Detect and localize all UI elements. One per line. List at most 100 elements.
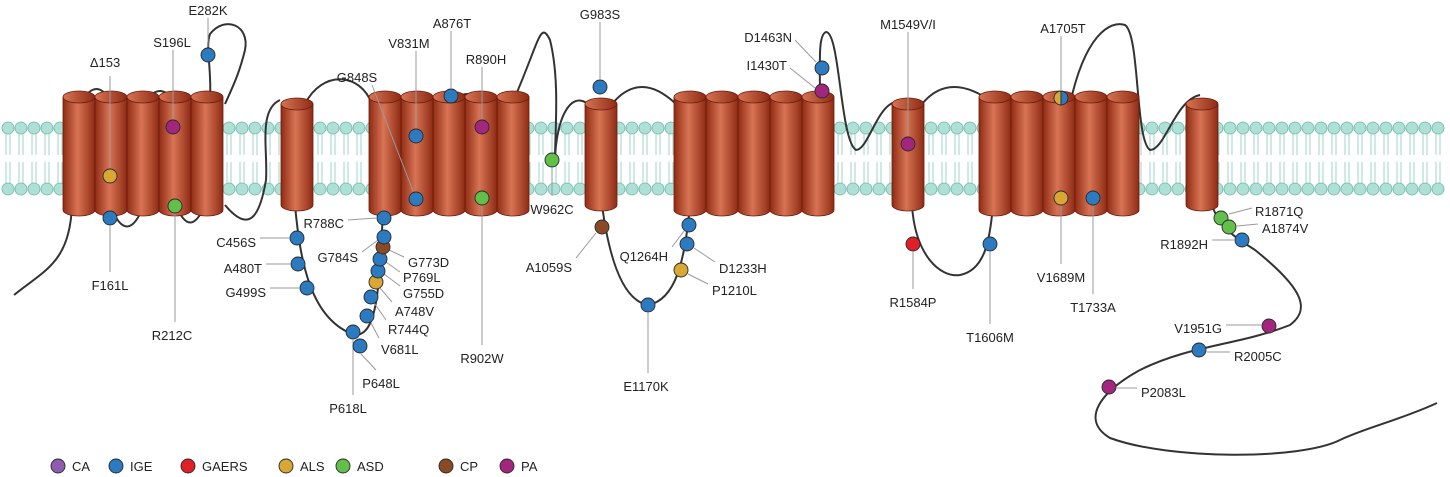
leader-line: [385, 261, 401, 273]
variant-dot-t1733a: [1085, 190, 1101, 206]
variant-label-r1892h: R1892H: [1160, 237, 1208, 252]
variant-label-a1059s: A1059S: [526, 260, 573, 275]
lipid-head: [625, 121, 639, 135]
variant-label-g755d: G755D: [403, 286, 444, 301]
variant-label--153: Δ153: [90, 55, 120, 70]
variant-dot-r1584p: [905, 236, 921, 252]
legend-swatch-ca: [50, 458, 66, 474]
variant-label-g848s: G848S: [337, 70, 378, 85]
variant-label-d1463n: D1463N: [744, 30, 792, 45]
helix-cap: [769, 90, 803, 104]
lipid-head: [833, 182, 847, 196]
variant-dot-i1430t: [814, 83, 830, 99]
leader-line: [361, 239, 379, 253]
variant-dot-g983s: [592, 79, 608, 95]
helix-cap: [280, 97, 314, 111]
variant-dot-c456s: [289, 230, 305, 246]
legend-label-als: ALS: [300, 459, 325, 474]
transmembrane-helices: [62, 90, 1219, 217]
variant-dot-a480t: [290, 256, 306, 272]
variant-dot-m1549v-i: [900, 136, 916, 152]
lipid-head: [1288, 121, 1302, 135]
lipid-head: [963, 121, 977, 135]
lipid-head: [846, 182, 860, 196]
lipid-head: [40, 121, 54, 135]
variant-dot-f161l: [102, 210, 118, 226]
lipid-head: [1145, 121, 1159, 135]
lipid-head: [1431, 121, 1445, 135]
lipid-head: [1340, 182, 1354, 196]
variant-label-r2005c: R2005C: [1234, 349, 1282, 364]
variant-label-a1705t: A1705T: [1040, 21, 1086, 36]
variant-dot-a1059s: [594, 219, 610, 235]
leader-line: [370, 322, 380, 339]
variant-label-r1584p: R1584P: [890, 295, 937, 310]
legend-label-gaers: GAERS: [202, 459, 248, 474]
lipid-head: [1301, 121, 1315, 135]
lipid-head: [1158, 182, 1172, 196]
loop-segment: [1094, 204, 1438, 456]
variant-label-r1871q: R1871Q: [1255, 204, 1303, 219]
variant-label-w962c: W962C: [530, 202, 573, 217]
variant-dot-r212c: [167, 198, 183, 214]
lipid-head: [1249, 182, 1263, 196]
legend-swatch-cp: [438, 458, 454, 474]
legend-swatch-asd: [335, 458, 351, 474]
lipid-head: [1340, 121, 1354, 135]
variant-label-r212c: R212C: [152, 328, 192, 343]
variant-label-m1549v-i: M1549V/I: [880, 17, 936, 32]
lipid-head: [1236, 182, 1250, 196]
lipid-head: [1223, 121, 1237, 135]
helix-cap: [126, 90, 160, 104]
variant-dot-r744q: [363, 289, 379, 305]
lipid-head: [937, 121, 951, 135]
variant-label-i1430t: I1430T: [747, 58, 788, 73]
variant-label-p1210l: P1210L: [712, 283, 757, 298]
variant-dot-r902w: [474, 190, 490, 206]
variant-dot-a876t: [443, 88, 459, 104]
helix-cap: [1074, 90, 1108, 104]
variant-dot-p618l: [345, 324, 361, 340]
variant-dot-p648l: [352, 338, 368, 354]
variant-label-a876t: A876T: [433, 16, 471, 31]
variant-dot-r1892h: [1234, 232, 1250, 248]
lipid-head: [1366, 121, 1380, 135]
lipid-head: [638, 182, 652, 196]
lipid-head: [950, 121, 964, 135]
helix-body: [891, 103, 925, 212]
variant-dot-r2005c: [1191, 342, 1207, 358]
lipid-head: [1353, 121, 1367, 135]
leader-line: [360, 353, 377, 371]
helix-cap: [62, 90, 96, 104]
lipid-head: [560, 182, 574, 196]
variant-label-a480t: A480T: [224, 261, 262, 276]
variant-label-v831m: V831M: [388, 36, 429, 51]
legend-label-ige: IGE: [130, 459, 153, 474]
helix-cap: [1010, 90, 1044, 104]
helix-body: [126, 96, 160, 217]
lipid-head: [339, 182, 353, 196]
lipid-head: [326, 182, 340, 196]
variant-label-e1170k: E1170K: [623, 379, 669, 394]
variant-dot-a1705t: [1060, 90, 1069, 106]
helix-body: [280, 103, 314, 212]
lipid-head: [352, 182, 366, 196]
leader-line: [383, 273, 401, 287]
helix-cap: [705, 90, 739, 104]
lipid-head: [313, 121, 327, 135]
lipid-head: [1353, 182, 1367, 196]
loop-segment: [818, 30, 906, 152]
variant-label-d1233h: D1233H: [719, 261, 767, 276]
lipid-head: [1392, 182, 1406, 196]
leader-line: [1236, 223, 1259, 227]
lipid-head: [937, 182, 951, 196]
variant-label-s196l: S196L: [153, 35, 191, 50]
leader-line: [575, 232, 597, 259]
lipid-head: [261, 121, 275, 135]
helix-body: [368, 96, 402, 217]
variant-labels: Δ153S196LE282KF161LR212CC456SA480TG499SP…: [90, 3, 1309, 416]
helix-cap: [368, 90, 402, 104]
lipid-head: [1275, 121, 1289, 135]
